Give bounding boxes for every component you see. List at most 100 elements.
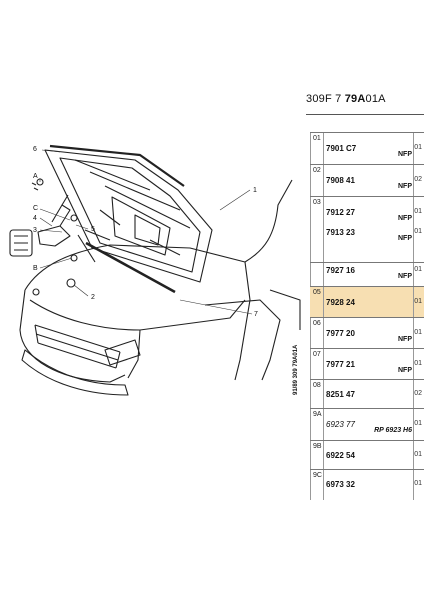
col-divider: [323, 441, 324, 469]
col-divider: [413, 263, 414, 286]
col-divider: [323, 470, 324, 500]
col-divider: [413, 133, 414, 164]
part-line: 7913 23 NFP 01: [310, 225, 424, 242]
callout-c: C: [33, 205, 38, 212]
table-row-selected[interactable]: 05 7928 24 01: [310, 286, 424, 317]
part-line: 6922 54 01: [310, 448, 424, 464]
col-divider: [323, 349, 324, 379]
part-note: NFP: [398, 151, 412, 158]
header-rule: [306, 114, 424, 115]
part-ref: 6973 32: [326, 480, 355, 489]
part-qty: 01: [414, 360, 422, 367]
part-ref: 7927 16: [326, 266, 355, 275]
parts-table: 01 7901 C7 NFP 01 02 7908 41 NFP 02 03 7…: [310, 132, 424, 500]
col-divider: [323, 133, 324, 164]
col-divider: [323, 380, 324, 408]
table-row[interactable]: 01 7901 C7 NFP 01: [310, 132, 424, 164]
header-bold: 79A: [344, 93, 366, 105]
col-divider: [323, 165, 324, 196]
col-divider: [413, 349, 414, 379]
group-number: 02: [313, 167, 321, 174]
part-note: NFP: [398, 183, 412, 190]
col-divider: [413, 380, 414, 408]
part-qty: 02: [414, 176, 422, 183]
header-prefix: 309F 7: [306, 93, 342, 105]
part-ref: 7913 23: [326, 228, 355, 237]
part-ref: 6922 54: [326, 451, 355, 460]
callout-5: 5: [91, 226, 95, 233]
part-note: NFP: [398, 235, 412, 242]
col-divider: [323, 409, 324, 440]
part-note: NFP: [398, 336, 412, 343]
table-row[interactable]: 9A 6923 77 RP 6923 H6 01: [310, 408, 424, 440]
table-row[interactable]: 7927 16 NFP 01: [310, 262, 424, 286]
callout-1: 1: [253, 187, 257, 194]
group-number: 06: [313, 320, 321, 327]
table-row[interactable]: 06 7977 20 NFP 01: [310, 317, 424, 348]
part-qty: 02: [414, 390, 422, 397]
col-divider: [323, 287, 324, 317]
col-divider: [413, 287, 414, 317]
group-number: 07: [313, 351, 321, 358]
part-qty: 01: [414, 420, 422, 427]
col-divider: [323, 263, 324, 286]
part-ref: 7901 C7: [326, 144, 357, 153]
part-ref: 8251 47: [326, 390, 355, 399]
hood-exploded-diagram: 6 A C 4 3 B 5 2 1 7: [9, 144, 301, 396]
part-line: 7912 27 NFP 01: [310, 205, 424, 222]
table-row[interactable]: 02 7908 41 NFP 02: [310, 164, 424, 196]
group-number: 08: [313, 382, 321, 389]
callout-3: 3: [33, 227, 37, 234]
part-line: 7927 16 NFP 01: [310, 263, 424, 280]
callout-7: 7: [254, 311, 258, 318]
col-divider: [323, 318, 324, 348]
part-line: 7928 24 01: [310, 295, 424, 311]
col-divider: [413, 197, 414, 262]
part-ref: 7977 21: [326, 360, 355, 369]
part-qty: 01: [414, 480, 422, 487]
part-ref: 7977 20: [326, 329, 355, 338]
part-qty: 01: [414, 298, 422, 305]
table-row[interactable]: 08 8251 47 02: [310, 379, 424, 408]
part-ref: 7912 27: [326, 208, 355, 217]
part-note: NFP: [398, 215, 412, 222]
part-line: 8251 47 02: [310, 387, 424, 403]
part-qty: 01: [414, 208, 422, 215]
group-number: 05: [313, 289, 321, 296]
part-qty: 01: [414, 144, 422, 151]
part-note: NFP: [398, 273, 412, 280]
group-number: 9A: [313, 411, 322, 418]
table-row[interactable]: 9C 6973 32 01: [310, 469, 424, 500]
col-divider: [413, 165, 414, 196]
col-divider: [413, 470, 414, 500]
group-number: 9C: [313, 472, 322, 479]
table-row[interactable]: 03 7912 27 NFP 01 7913 23 NFP 01: [310, 196, 424, 262]
col-divider: [413, 409, 414, 440]
part-line: 7977 20 NFP 01: [310, 326, 424, 343]
part-qty: 01: [414, 228, 422, 235]
callout-6: 6: [33, 146, 37, 153]
table-row[interactable]: 07 7977 21 NFP 01: [310, 348, 424, 379]
figure-reference: 91/89 309 79A01A: [293, 344, 299, 395]
callout-4: 4: [33, 215, 37, 222]
callout-b: B: [33, 265, 38, 272]
callout-a: A: [33, 173, 38, 180]
header-suffix: 01A: [365, 93, 386, 105]
part-line: 7908 41 NFP 02: [310, 173, 424, 190]
table-row[interactable]: 9B 6922 54 01: [310, 440, 424, 469]
col-divider: [413, 441, 414, 469]
part-line: 7901 C7 NFP 01: [310, 141, 424, 158]
col-divider: [413, 318, 414, 348]
part-qty: 01: [414, 329, 422, 336]
part-note: RP 6923 H6: [374, 427, 412, 434]
part-ref: 7928 24: [326, 298, 355, 307]
part-line: 6923 77 RP 6923 H6 01: [310, 417, 424, 434]
group-number: 01: [313, 135, 321, 142]
col-divider: [323, 197, 324, 262]
group-number: 9B: [313, 443, 322, 450]
group-number: 03: [313, 199, 321, 206]
part-line: 7977 21 NFP 01: [310, 357, 424, 374]
part-qty: 01: [414, 451, 422, 458]
part-qty: 01: [414, 266, 422, 273]
part-note: NFP: [398, 367, 412, 374]
